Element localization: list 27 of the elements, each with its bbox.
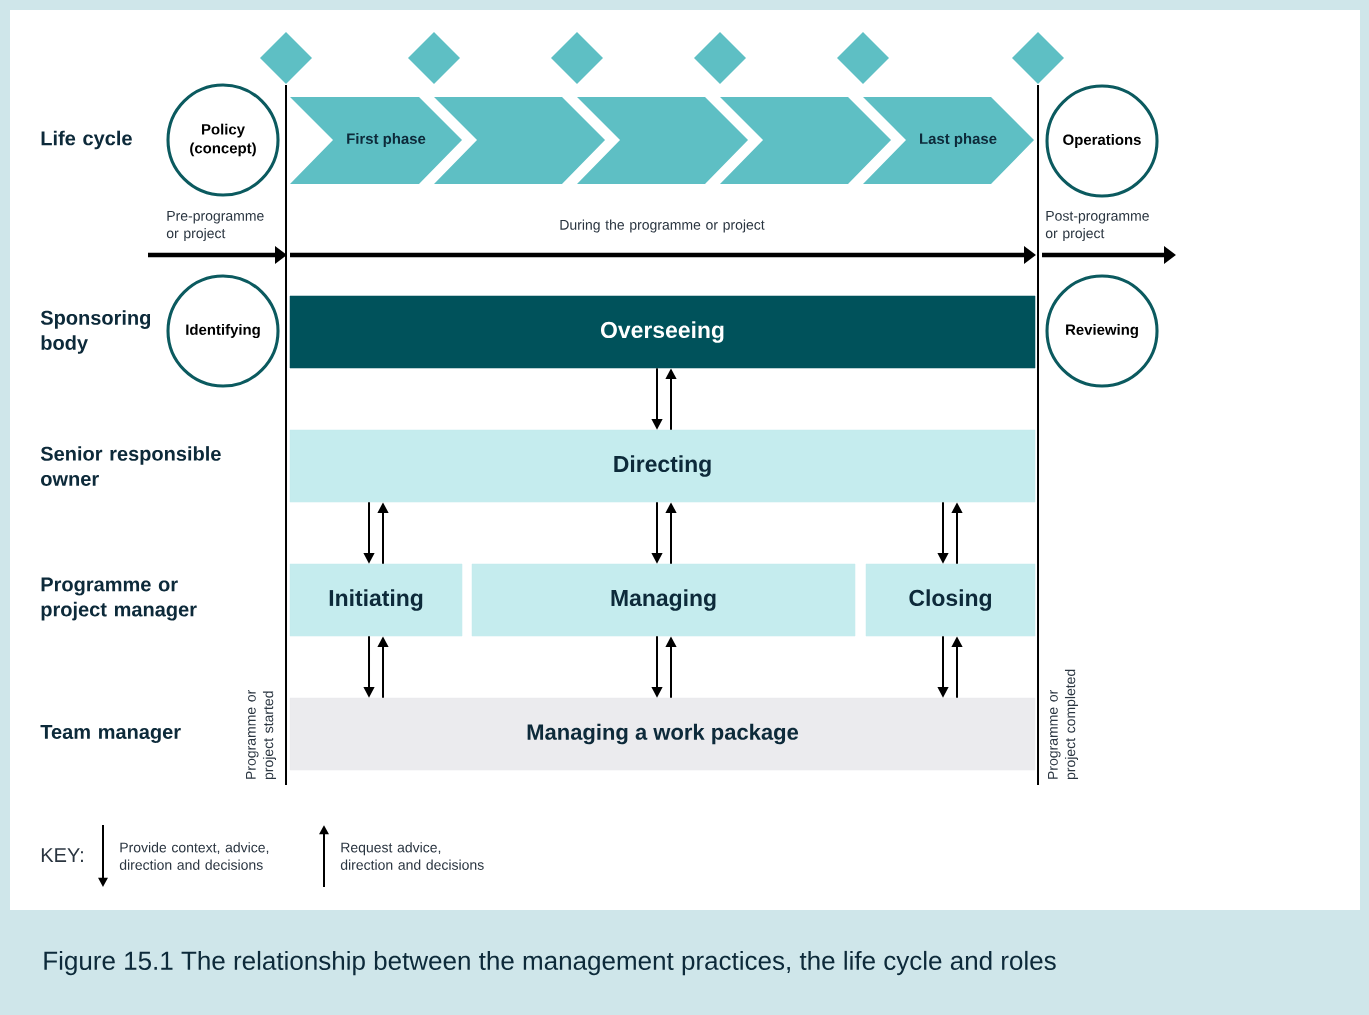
practice-box: Directing [289, 429, 1036, 503]
figure-caption: Figure 15.1 The relationship between the management practices, the life cycle and roles [44, 950, 1056, 976]
practice-box: Managing [471, 563, 856, 637]
milestone-note: Programme or project started [246, 690, 276, 780]
practice-box: Closing [865, 563, 1036, 637]
key-heading: KEY: [41, 848, 83, 862]
legend-text: Provide context, advice, direction and decisions [119, 842, 269, 870]
phase-banner: Last phase [863, 97, 1034, 184]
row-heading: Life cycle [41, 130, 132, 150]
phase-banner [720, 97, 891, 184]
node-label: Last phase [920, 133, 997, 147]
phase-banner [577, 97, 748, 184]
row-heading: Senior responsible owner [40, 446, 221, 486]
practice-box: Managing a work package [289, 697, 1036, 771]
row-heading: Sponsoring body [40, 310, 151, 354]
phase-note: Post-programme or project [1045, 211, 1149, 241]
practice-box: Initiating [289, 563, 463, 637]
node-label: First phase [347, 133, 426, 147]
phase-banner: First phase [290, 97, 462, 184]
legend-text: Request advice, direction and decisions [340, 842, 484, 870]
phase-banner [434, 97, 605, 184]
row-heading: Programme or project manager [41, 577, 197, 621]
phase-note: During the programme or project [560, 219, 765, 233]
practice-box: Overseeing [289, 295, 1036, 369]
milestone-note: Programme or project completed [1048, 669, 1078, 780]
row-heading: Team manager [40, 725, 181, 743]
phase-note: Pre-programme or project [166, 211, 264, 241]
